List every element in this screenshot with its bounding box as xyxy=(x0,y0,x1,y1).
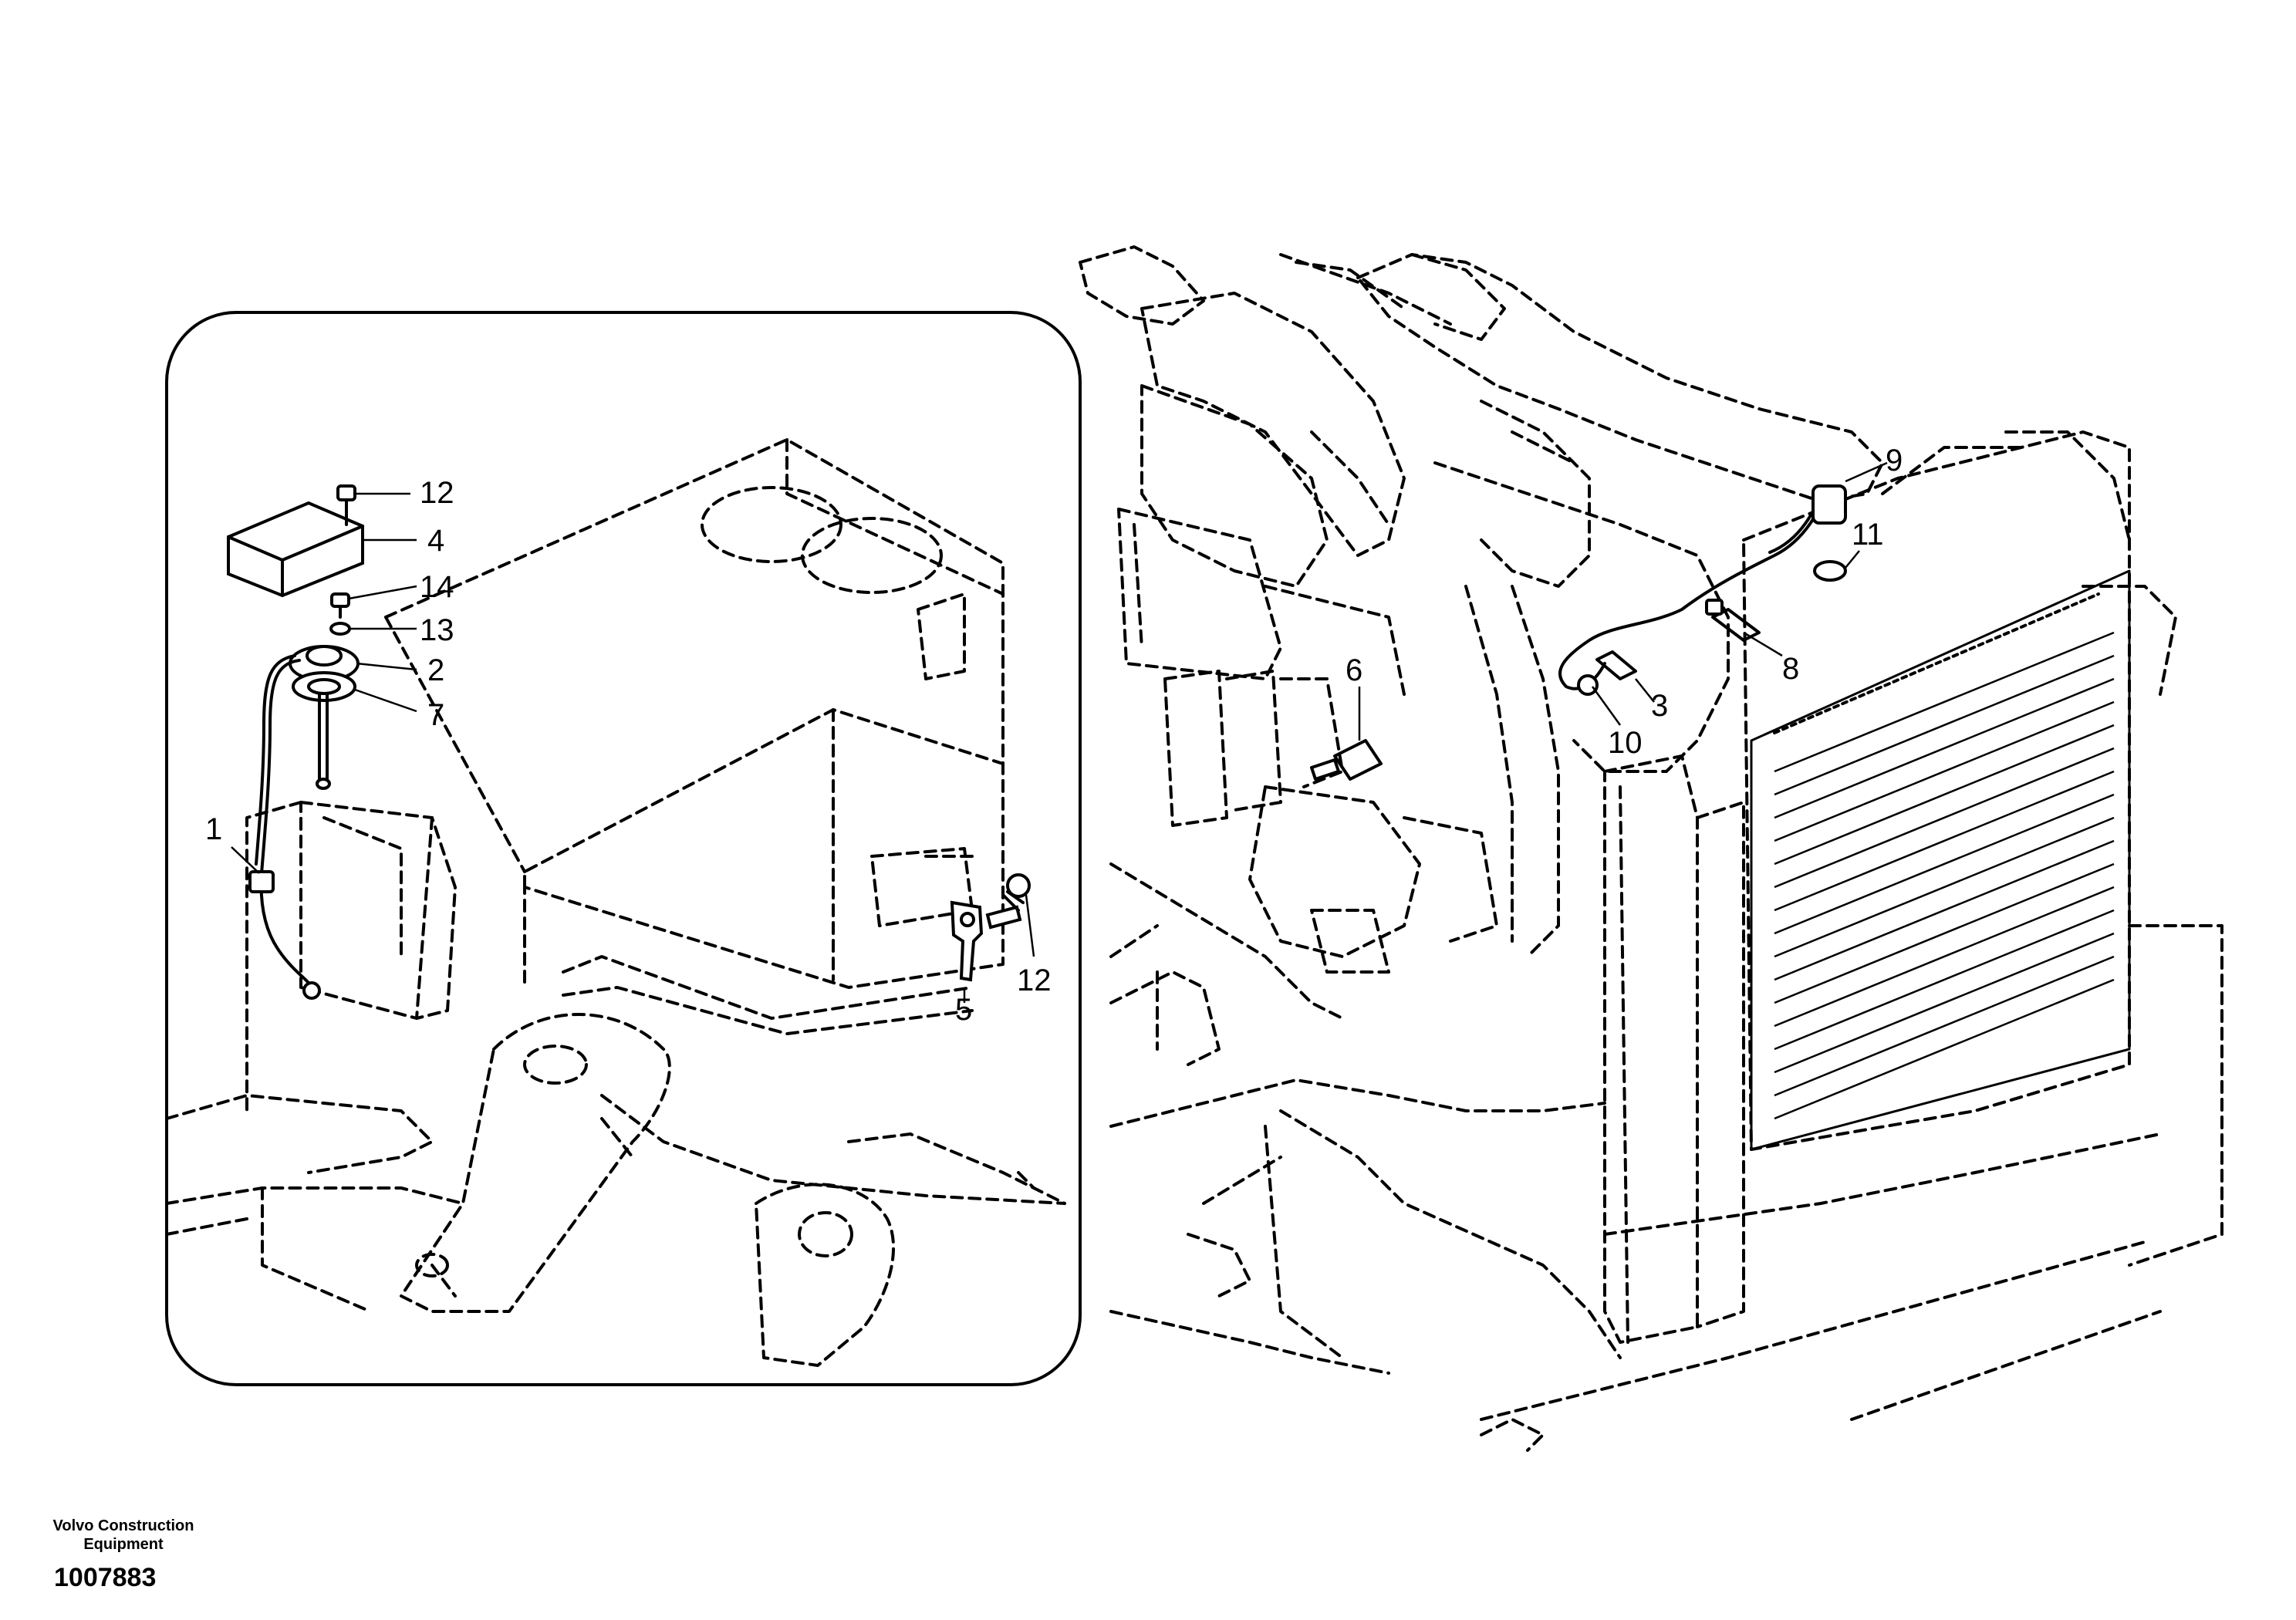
callout-12-top: 12 xyxy=(420,476,454,510)
callout-6: 6 xyxy=(1346,653,1362,687)
detail-inset-frame xyxy=(165,311,1082,1386)
callout-leaders xyxy=(231,461,1888,1003)
callout-9: 9 xyxy=(1886,444,1903,478)
callout-8: 8 xyxy=(1782,652,1799,686)
main-assembly-background xyxy=(1079,245,2223,1452)
callout-12-right: 12 xyxy=(1017,964,1052,997)
radiator-fins xyxy=(1750,569,2131,1151)
callout-5: 5 xyxy=(955,993,972,1027)
callout-10: 10 xyxy=(1608,726,1643,760)
sensor-harness-right xyxy=(1310,484,1847,781)
callout-11: 11 xyxy=(1852,518,1884,552)
callout-3: 3 xyxy=(1651,689,1668,723)
inset-parts xyxy=(227,484,1031,1000)
publisher-name-line2: Equipment xyxy=(83,1536,164,1553)
callout-13: 13 xyxy=(420,613,454,647)
callout-2: 2 xyxy=(427,653,444,687)
inset-background-assembly xyxy=(165,438,1066,1367)
callout-7: 7 xyxy=(427,698,444,732)
callout-1: 1 xyxy=(205,812,222,846)
publisher-name-line1: Volvo Construction xyxy=(52,1517,194,1534)
callout-14: 14 xyxy=(420,570,454,604)
drawing-number: 1007883 xyxy=(54,1563,157,1592)
callout-labels: 12 4 14 13 2 7 1 5 12 6 3 10 8 9 11 xyxy=(205,444,1903,1027)
callout-4: 4 xyxy=(427,524,444,558)
